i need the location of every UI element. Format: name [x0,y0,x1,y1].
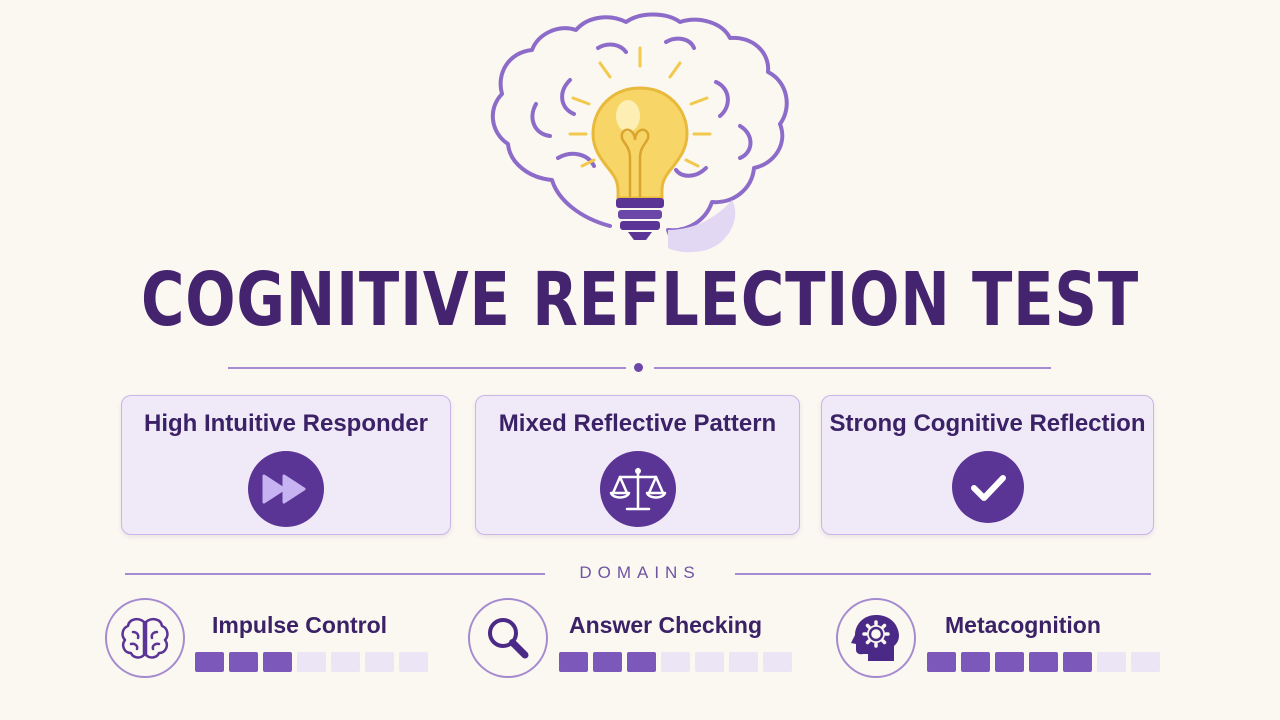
meter-segment-empty [729,652,758,672]
domains-divider-right [735,573,1151,575]
domain-label-answer-checking: Answer Checking [569,612,762,638]
meter-segment-filled [593,652,622,672]
domain-meter [927,652,1160,672]
result-card-label: Strong Cognitive Reflection [829,410,1146,437]
domain-label-impulse-control: Impulse Control [212,612,388,638]
meter-segment-empty [695,652,724,672]
meter-segment-filled [1029,652,1058,672]
brain-lightbulb-icon [490,12,789,253]
magnifier-icon [468,598,548,678]
balance-scale-icon [599,451,676,527]
meter-segment-empty [1097,652,1126,672]
head-gear-icon [836,598,916,678]
result-card-label: Mixed Reflective Pattern [498,410,777,437]
domain-label-metacognition: Metacognition [945,612,1101,638]
domain-meter [195,652,428,672]
meter-segment-empty [365,652,394,672]
meter-segment-empty [661,652,690,672]
meter-segment-empty [763,652,792,672]
meter-segment-filled [263,652,292,672]
meter-segment-filled [995,652,1024,672]
brain-icon [105,598,185,678]
meter-segment-filled [195,652,224,672]
title-divider-right [654,367,1051,369]
meter-segment-filled [559,652,588,672]
page-title: COGNITIVE REFLECTION TEST [140,257,1140,343]
meter-segment-empty [399,652,428,672]
domains-heading: DOMAINS [579,563,701,582]
meter-segment-empty [1131,652,1160,672]
result-card-strong[interactable]: Strong Cognitive Reflection [821,395,1154,535]
meter-segment-filled [927,652,956,672]
meter-segment-filled [229,652,258,672]
title-divider-dot [634,363,643,372]
result-card-label: High Intuitive Responder [143,410,428,437]
domains-divider-left [125,573,545,575]
checkmark-icon [951,451,1024,523]
domain-meter [559,652,792,672]
meter-segment-filled [961,652,990,672]
meter-segment-empty [331,652,360,672]
result-card-intuitive[interactable]: High Intuitive Responder [121,395,451,535]
result-card-mixed[interactable]: Mixed Reflective Pattern [475,395,800,535]
meter-segment-filled [1063,652,1092,672]
meter-segment-empty [297,652,326,672]
title-divider-left [228,367,626,369]
fast-forward-icon [248,451,324,527]
meter-segment-filled [627,652,656,672]
